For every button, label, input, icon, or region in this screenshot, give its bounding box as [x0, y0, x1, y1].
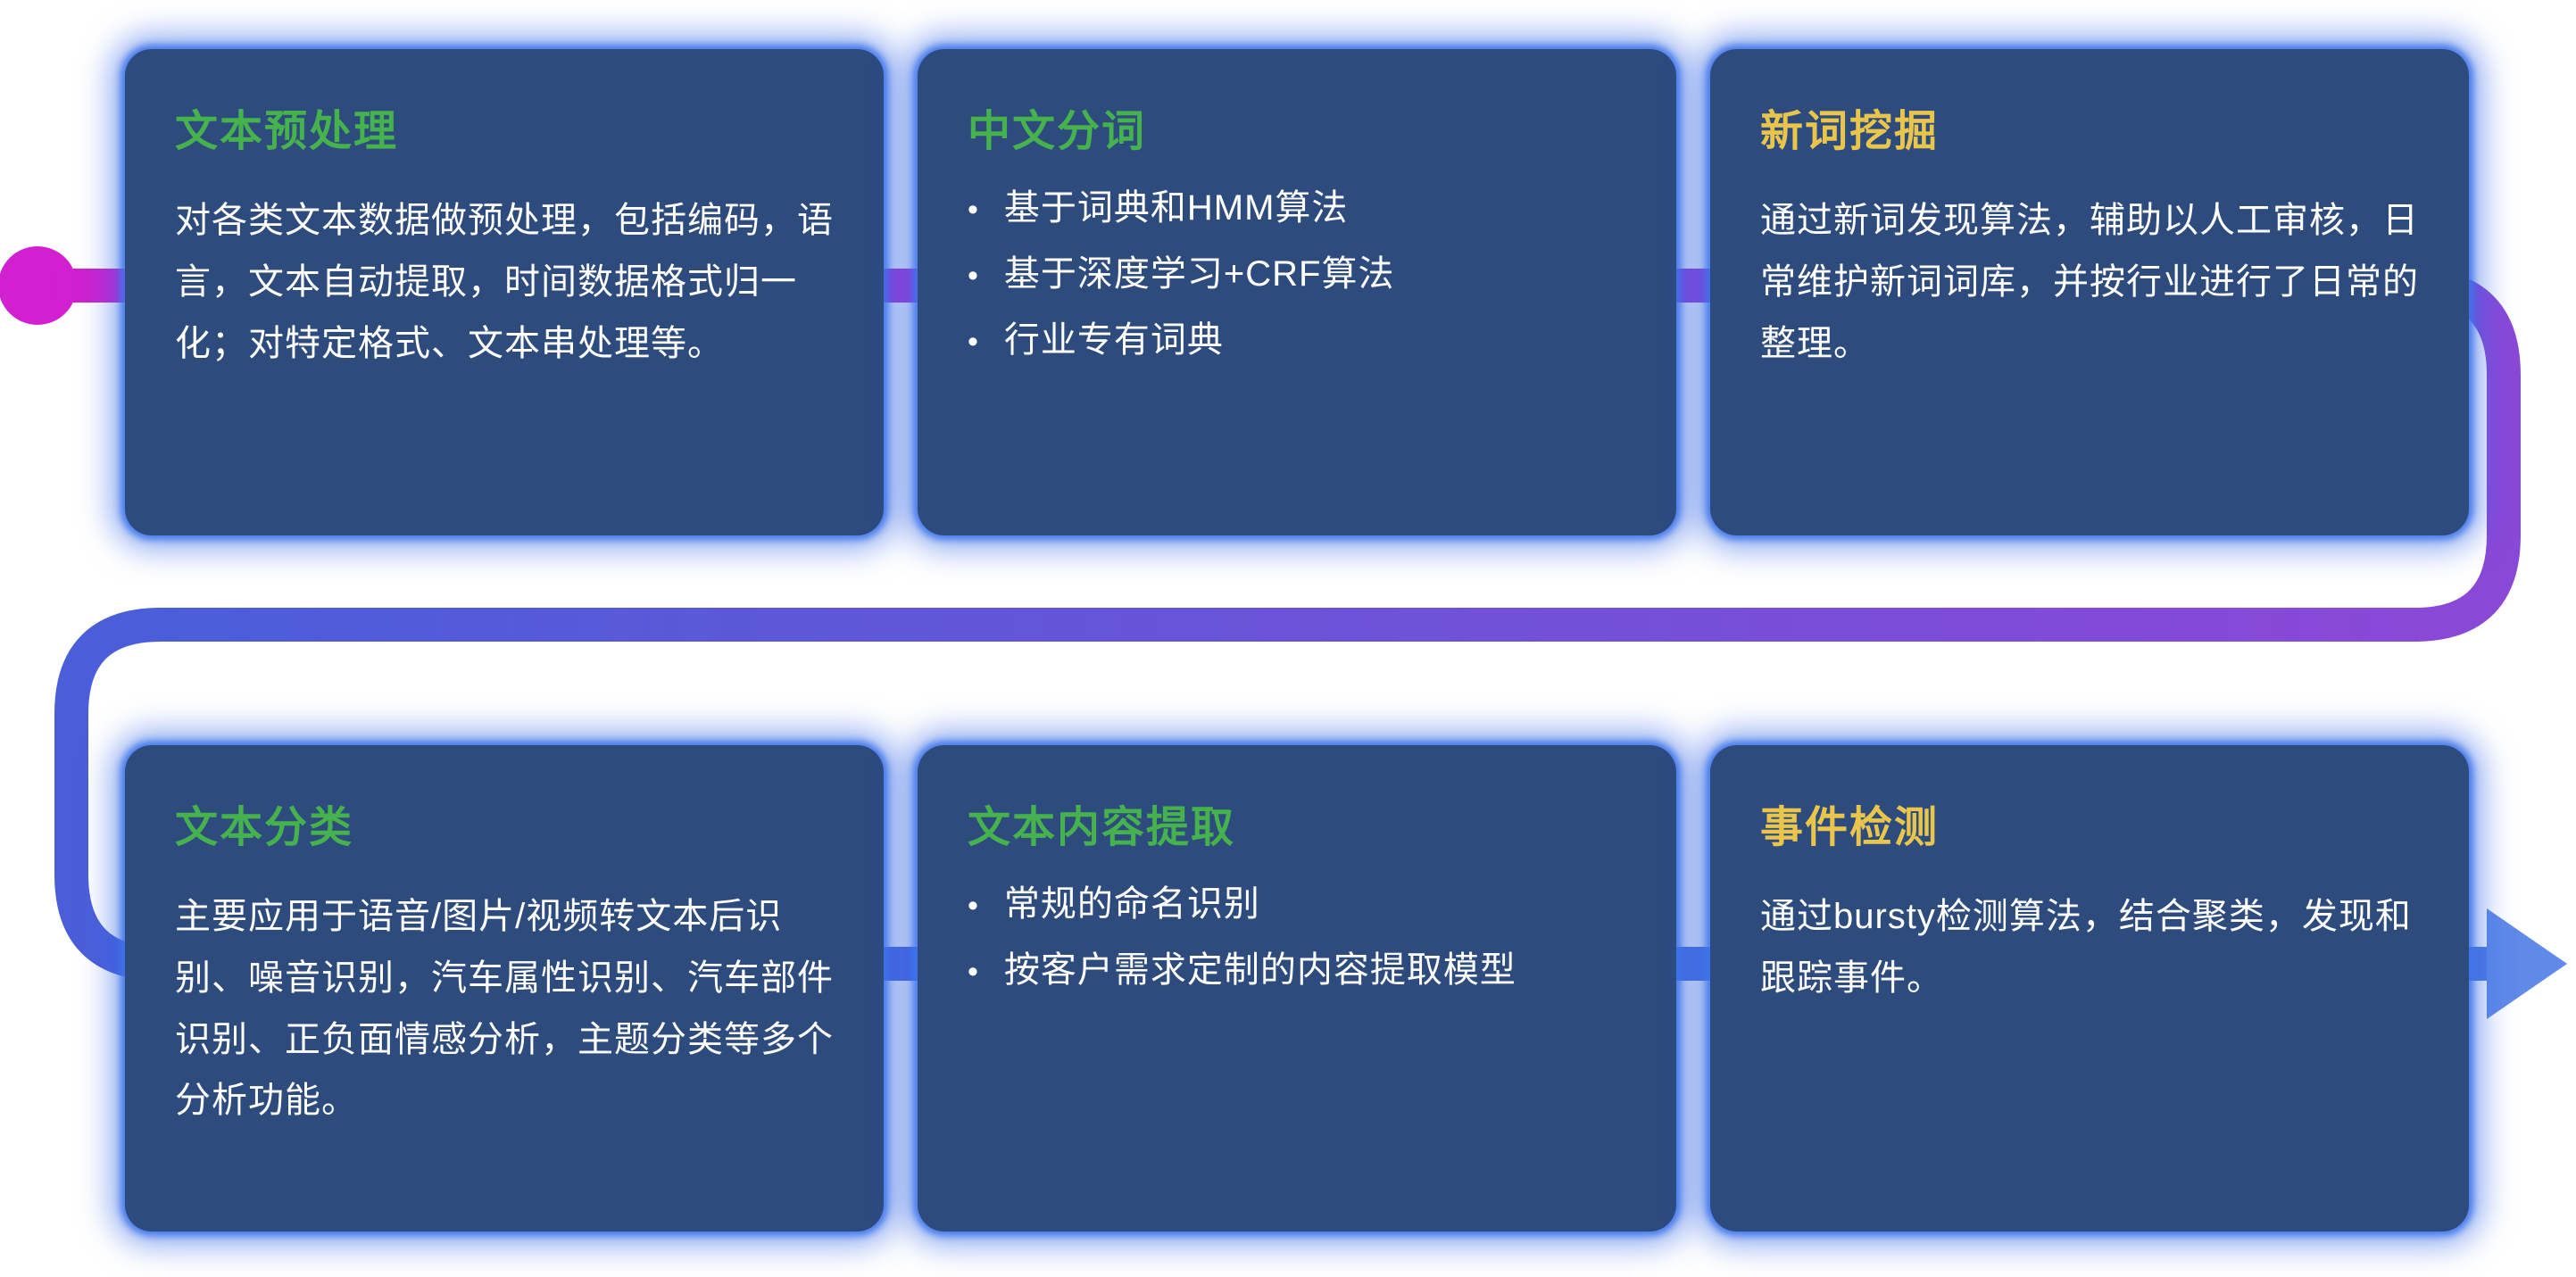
bullet-text: 行业专有词典	[1003, 320, 1224, 360]
card-event-detection: 事件检测 通过bursty检测算法，结合聚类，发现和跟踪事件。	[1710, 745, 2469, 1231]
bullet-item: • 行业专有词典	[968, 322, 1626, 358]
card-title: 新词挖掘	[1760, 108, 1940, 155]
bullet-icon: •	[968, 889, 979, 923]
bullet-icon: •	[968, 955, 979, 989]
bullet-icon: •	[968, 259, 979, 293]
card-chinese-segmentation: 中文分词 • 基于词典和HMM算法 • 基于深度学习+CRF算法 • 行业专有词…	[918, 49, 1676, 535]
card-body: 主要应用于语音/图片/视频转文本后识别、噪音识别，汽车属性识别、汽车部件识别、正…	[175, 897, 834, 1121]
card-title: 文本预处理	[175, 108, 399, 155]
card-title: 中文分词	[968, 108, 1147, 155]
card-body: 通过新词发现算法，辅助以人工审核，日常维护新词词库，并按行业进行了日常的整理。	[1760, 201, 2419, 363]
flow-end-arrow-icon	[2487, 908, 2567, 1019]
bullet-text: 按客户需求定制的内容提取模型	[1003, 950, 1517, 990]
bullet-item: • 按客户需求定制的内容提取模型	[968, 952, 1626, 988]
card-text-classification: 文本分类 主要应用于语音/图片/视频转文本后识别、噪音识别，汽车属性识别、汽车部…	[125, 745, 884, 1231]
bullet-icon: •	[968, 193, 979, 227]
bullet-icon: •	[968, 325, 979, 359]
card-title: 事件检测	[1760, 804, 1940, 851]
card-new-word-mining: 新词挖掘 通过新词发现算法，辅助以人工审核，日常维护新词词库，并按行业进行了日常…	[1710, 49, 2469, 535]
card-bullet-list: • 常规的命名识别 • 按客户需求定制的内容提取模型	[968, 886, 1626, 988]
bullet-text: 基于词典和HMM算法	[1003, 188, 1349, 228]
card-title: 文本分类	[175, 804, 354, 851]
card-body: 对各类文本数据做预处理，包括编码，语言，文本自动提取，时间数据格式归一化；对特定…	[175, 201, 834, 363]
card-text-preprocessing: 文本预处理 对各类文本数据做预处理，包括编码，语言，文本自动提取，时间数据格式归…	[125, 49, 884, 535]
bullet-text: 常规的命名识别	[1003, 884, 1260, 924]
bullet-item: • 常规的命名识别	[968, 886, 1626, 922]
card-body: 通过bursty检测算法，结合聚类，发现和跟踪事件。	[1760, 897, 2412, 998]
card-content-extraction: 文本内容提取 • 常规的命名识别 • 按客户需求定制的内容提取模型	[918, 745, 1676, 1231]
bullet-text: 基于深度学习+CRF算法	[1003, 254, 1395, 294]
bullet-item: • 基于深度学习+CRF算法	[968, 256, 1626, 292]
card-title: 文本内容提取	[968, 804, 1236, 851]
flow-curve-left	[54, 608, 174, 981]
card-bullet-list: • 基于词典和HMM算法 • 基于深度学习+CRF算法 • 行业专有词典	[968, 190, 1626, 358]
bullet-item: • 基于词典和HMM算法	[968, 190, 1626, 226]
